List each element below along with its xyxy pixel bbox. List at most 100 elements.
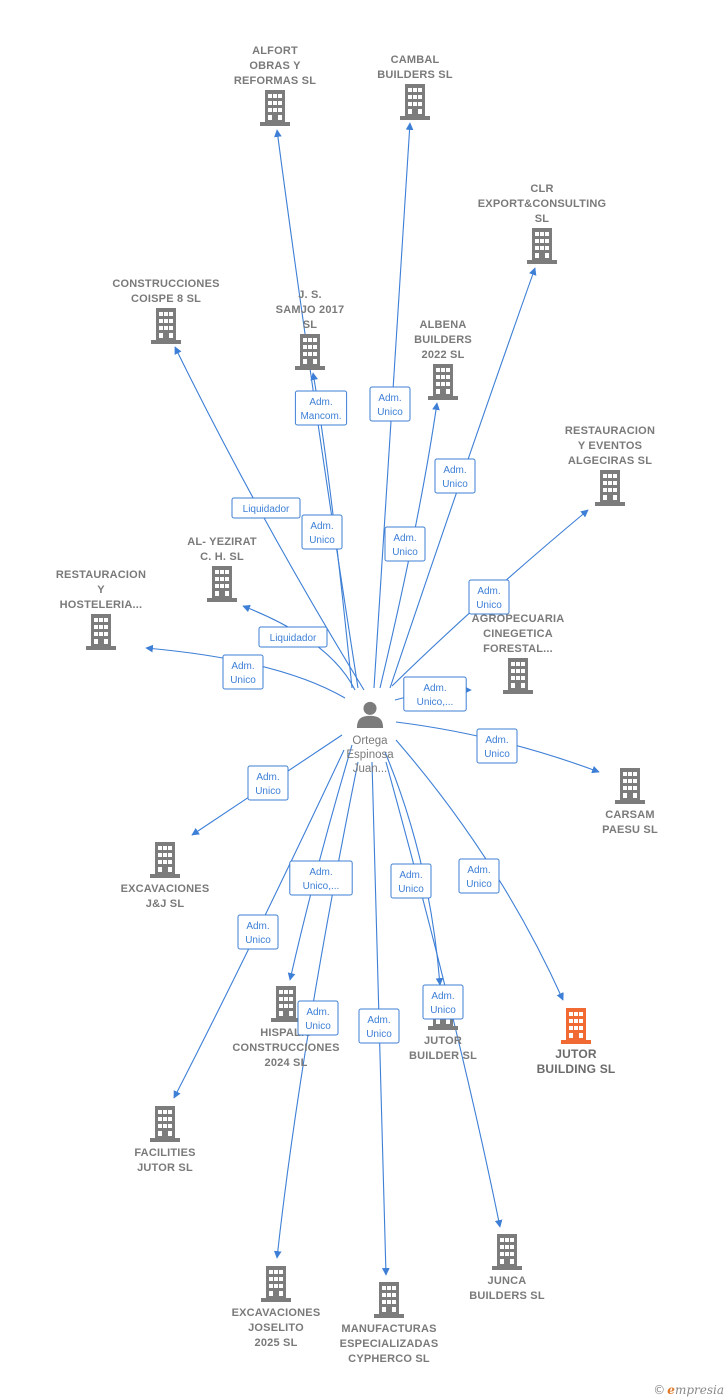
person-label: Ortega (352, 735, 388, 747)
company-label: EXCAVACIONES (121, 883, 210, 895)
edge-label-joselito[interactable]: Adm. Unico (297, 1000, 339, 1036)
company-label: C. H. SL (200, 551, 244, 563)
edge-label-box (289, 860, 353, 896)
copyright-symbol: © (653, 1383, 666, 1397)
edge-label-hosteleria[interactable]: Adm.Unico (222, 654, 264, 690)
company-label: J. S. (298, 289, 322, 301)
company-label: FACILITIES (134, 1147, 195, 1159)
edge-label-jutor_builder[interactable]: Adm.Unico (390, 863, 432, 899)
edge-label-jutor_building[interactable]: Adm. Unico (458, 858, 500, 894)
company-label: AL- YEZIRAT (187, 536, 257, 548)
company-label: SAMJO 2017 (276, 304, 345, 316)
edge-label-text: Unico (245, 935, 271, 946)
edge-label-box (237, 914, 279, 950)
company-label: JUTOR (555, 1047, 597, 1061)
company-label: JUTOR SL (137, 1162, 193, 1174)
edge-label-text: Unico (305, 1021, 331, 1032)
building-icon (295, 334, 325, 370)
edge-label-text: Adm. (231, 661, 254, 672)
edge-label-agropecuaria[interactable]: Adm. Unico,... (403, 676, 467, 712)
building-icon (527, 228, 557, 264)
company-label: BUILDERS SL (377, 69, 453, 81)
edge-label-text: Unico (466, 879, 492, 890)
edge-label-cambal[interactable]: Adm.Unico (369, 386, 411, 422)
edge-label-albena[interactable]: Adm.Unico (384, 526, 426, 562)
company-label: CONSTRUCCIONES (112, 278, 219, 290)
edge-label-text: Unico (392, 547, 418, 558)
edge-label-yezirat[interactable]: Liquidador (258, 626, 328, 648)
edge-label-algeciras[interactable]: Adm.Unico (468, 579, 510, 615)
edge-label-box (231, 497, 301, 519)
edge-label-box (403, 676, 467, 712)
company-node-hosteleria[interactable]: RESTAURACIONYHOSTELERIA... (56, 569, 146, 650)
company-label: EXPORT&CONSULTING (478, 198, 606, 210)
company-node-yezirat[interactable]: AL- YEZIRAT C. H. SL (187, 536, 257, 602)
edge-coispe (174, 346, 365, 691)
edge-label-text: Adm. (467, 865, 490, 876)
person-label: Juan... (353, 763, 388, 775)
company-node-agropecuaria[interactable]: AGROPECUARIACINEGETICAFORESTAL... (472, 613, 565, 694)
company-label: BUILDERS (414, 334, 472, 346)
edge-label-alfort[interactable]: Adm.Unico (301, 514, 343, 550)
company-label: SL (303, 319, 318, 331)
company-label: HOSTELERIA... (60, 599, 143, 611)
edge-label-coispe[interactable]: Liquidador (231, 497, 301, 519)
edge-label-hispalis[interactable]: Adm.Unico,... (289, 860, 353, 896)
company-label: RESTAURACION (565, 425, 655, 437)
edge-label-cypherco[interactable]: Adm.Unico (358, 1008, 400, 1044)
edge-label-excavaciones_jj[interactable]: Adm.Unico (247, 765, 289, 801)
edge-label-samjo[interactable]: Adm.Mancom. (294, 390, 348, 426)
edge-label-text: Adm. (306, 1007, 329, 1018)
company-label: ESPECIALIZADAS (340, 1338, 439, 1350)
company-label: ALBENA (419, 319, 466, 331)
edge-label-box (222, 654, 264, 690)
building-icon (271, 986, 301, 1022)
edge-label-box (390, 863, 432, 899)
edge-label-junca[interactable]: Adm.Unico (422, 984, 464, 1020)
building-icon (261, 1266, 291, 1302)
edge-label-box (384, 526, 426, 562)
edge-label-text: Adm. (246, 921, 269, 932)
company-node-facilities[interactable]: FACILITIES JUTOR SL (134, 1106, 195, 1174)
company-label: Y (97, 584, 105, 596)
person-label: Espinosa (346, 749, 394, 761)
edge-label-text: Unico,... (417, 697, 454, 708)
company-label: CONSTRUCCIONES (232, 1042, 339, 1054)
edge-label-text: Liquidador (243, 504, 290, 515)
edge-label-text: Adm. (367, 1015, 390, 1026)
company-label: JUNCA (488, 1275, 527, 1287)
edge-label-box (422, 984, 464, 1020)
edge-label-carsam[interactable]: Adm.Unico (476, 728, 518, 764)
edge-labels-layer: Adm.UnicoAdm.Mancom.Adm.UnicoAdm.UnicoLi… (222, 386, 518, 1044)
edge-label-text: Adm. (423, 683, 446, 694)
company-label: BUILDING SL (537, 1062, 616, 1076)
edge-label-clr[interactable]: Adm.Unico (434, 458, 476, 494)
company-label: FORESTAL... (483, 643, 553, 655)
company-label: CARSAM (605, 809, 654, 821)
company-label: ALFORT (252, 45, 298, 57)
building-icon (374, 1282, 404, 1318)
person-node[interactable]: OrtegaEspinosaJuan... (346, 701, 394, 775)
edge-label-box (258, 626, 328, 648)
edge-label-facilities[interactable]: Adm. Unico (237, 914, 279, 950)
company-label: OBRAS Y (249, 60, 301, 72)
company-label: SL (535, 213, 550, 225)
company-label: MANUFACTURAS (341, 1323, 436, 1335)
